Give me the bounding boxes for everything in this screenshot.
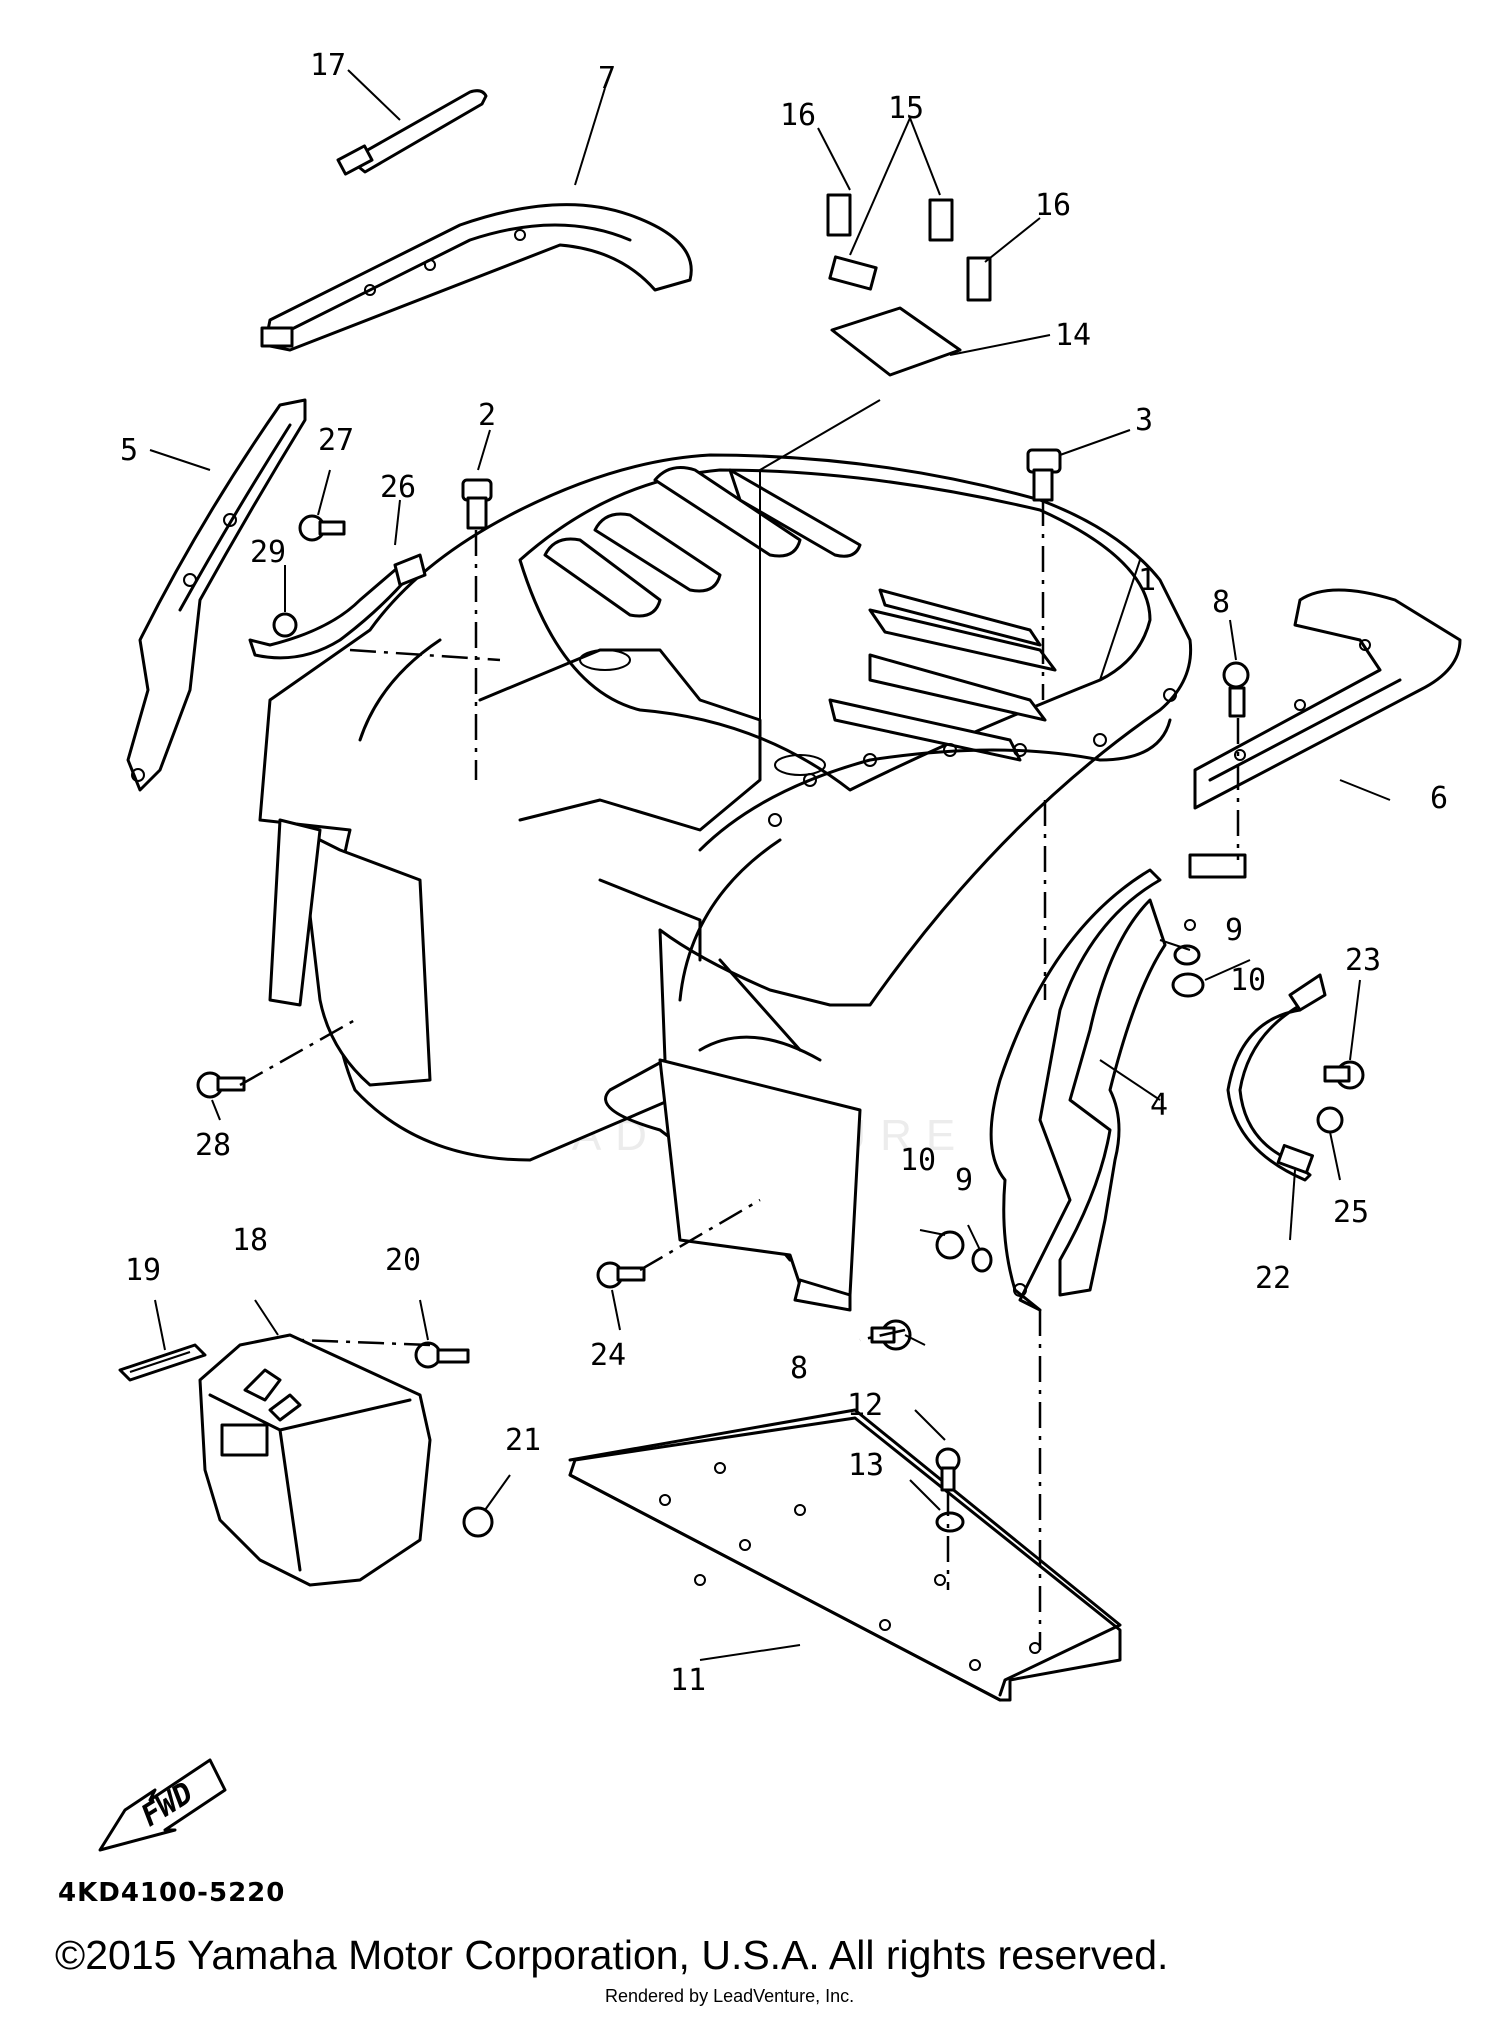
callout-21: 21 [505, 1423, 541, 1458]
callout-17: 17 [310, 48, 346, 83]
callout-15: 15 [888, 91, 924, 126]
callout-19: 19 [125, 1253, 161, 1288]
part-5-left-guard [126, 398, 307, 792]
callout-26: 26 [380, 470, 416, 505]
copyright-text: ©2015 Yamaha Motor Corporation, U.S.A. A… [55, 1932, 1169, 1978]
part-7-rear-rail [260, 203, 693, 352]
callout-13: 13 [848, 1448, 884, 1483]
callout-12: 12 [847, 1388, 883, 1423]
callout-27: 27 [318, 423, 354, 458]
callout-8-lower: 8 [790, 1351, 808, 1386]
callout-18: 18 [232, 1223, 268, 1258]
part-18-box [198, 1333, 432, 1587]
callout-22: 22 [1255, 1261, 1291, 1296]
callout-23: 23 [1345, 943, 1381, 978]
callout-25: 25 [1333, 1195, 1369, 1230]
callout-24: 24 [590, 1338, 626, 1373]
part-26-left-stay [248, 553, 427, 660]
callout-7: 7 [598, 61, 616, 96]
callout-20: 20 [385, 1243, 421, 1278]
part-15-16-pads [826, 193, 992, 302]
alignment-lines [239, 500, 1240, 1650]
callout-9-upper: 9 [1225, 913, 1243, 948]
callout-1: 1 [1138, 563, 1156, 598]
fwd-arrow-icon: FWD [98, 1758, 227, 1852]
part-6-right-rail [1188, 588, 1462, 879]
fasteners [196, 448, 1365, 1538]
part-4-right-guard [989, 868, 1196, 1312]
leader-lines [149, 69, 1391, 1661]
callout-14: 14 [1055, 318, 1091, 353]
callout-28: 28 [195, 1128, 231, 1163]
part-17-strap [336, 89, 488, 176]
diagram-code: 4KD4100-5220 [58, 1878, 286, 1908]
callout-11: 11 [670, 1663, 706, 1698]
part-19-clip [118, 1343, 207, 1382]
callout-6: 6 [1430, 781, 1448, 816]
callout-8-upper: 8 [1212, 585, 1230, 620]
callout-10-upper: 10 [1230, 963, 1266, 998]
callout-labels: 1 2 3 4 5 6 7 8 8 9 9 10 10 11 12 13 14 … [120, 48, 1448, 1698]
part-22-right-stay [1226, 973, 1327, 1182]
callout-9-lower: 9 [955, 1163, 973, 1198]
callout-5: 5 [120, 433, 138, 468]
callout-16-left: 16 [780, 98, 816, 133]
part-11-plate [568, 1408, 1122, 1702]
callout-29: 29 [250, 535, 286, 570]
callout-16-right: 16 [1035, 188, 1071, 223]
callout-2: 2 [478, 398, 496, 433]
rendered-by-text: Rendered by LeadVenture, Inc. [605, 1986, 855, 2006]
callout-3: 3 [1135, 403, 1153, 438]
callout-10-lower: 10 [900, 1143, 936, 1178]
callout-4: 4 [1150, 1088, 1168, 1123]
part-14-pad [830, 306, 962, 377]
